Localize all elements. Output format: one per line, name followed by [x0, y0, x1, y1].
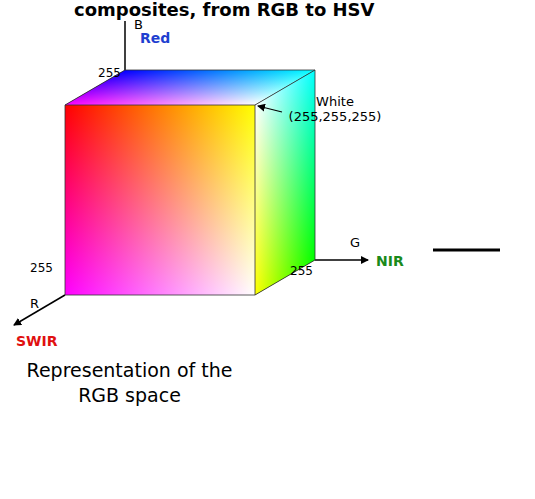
corner-callout: White (255,255,255) — [285, 95, 385, 125]
cube-edges — [65, 70, 315, 295]
r-axis — [14, 295, 65, 325]
transition-line — [433, 249, 500, 252]
white-pointer — [258, 106, 282, 112]
axis-max-value: 255 — [98, 67, 121, 81]
axis-max-value: 255 — [290, 265, 313, 279]
axis-max-value: 255 — [30, 262, 53, 276]
axis-letter: B — [134, 18, 143, 33]
axis-band-label: NIR — [376, 253, 404, 269]
g-axis — [315, 259, 368, 261]
axis-letter: G — [350, 236, 360, 251]
cube-right-face — [255, 70, 315, 295]
axis-band-label: Red — [140, 30, 170, 46]
page-heading: composites, from RGB to HSV — [70, 0, 378, 21]
axis-band-label: SWIR — [16, 333, 58, 349]
cube-front-face — [65, 105, 255, 295]
figure-caption: Representation of the RGB space — [22, 358, 237, 407]
axis-letter: R — [30, 297, 39, 312]
